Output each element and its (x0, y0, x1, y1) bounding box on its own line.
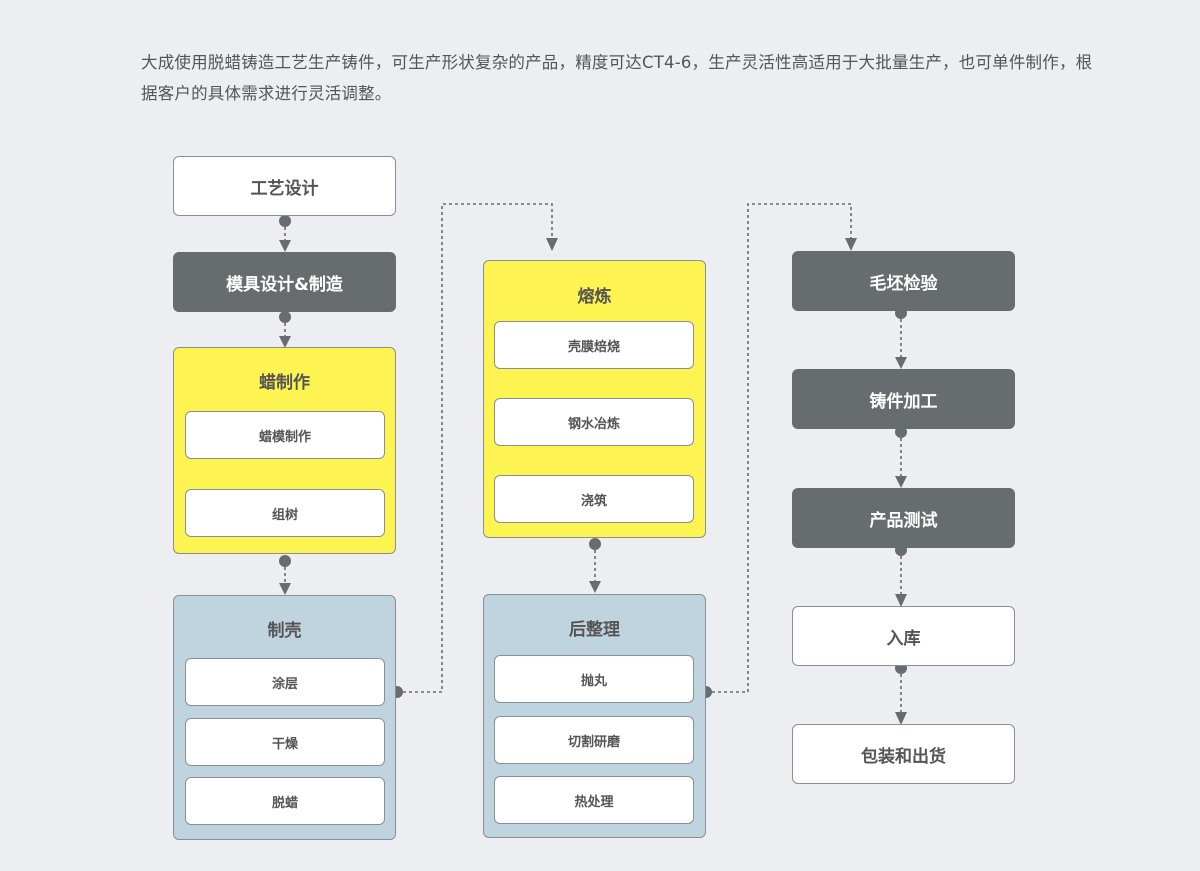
connector-inspection-to-machining (895, 307, 907, 369)
substep-shell-firing: 壳膜焙烧 (494, 321, 694, 369)
connector-design-to-mold (279, 215, 291, 252)
substep-heat-treatment: 热处理 (494, 776, 694, 824)
substep-wax-pattern: 蜡模制作 (185, 411, 385, 459)
group-wax-title: 蜡制作 (259, 373, 310, 393)
group-melting: 熔炼 壳膜焙烧 钢水冶炼 浇筑 (483, 260, 706, 538)
substep-steel-smelting: 钢水冶炼 (494, 398, 694, 446)
connector-storage-to-packing (895, 662, 907, 725)
substep-pouring: 浇筑 (494, 475, 694, 523)
group-melting-title: 熔炼 (577, 287, 612, 307)
step-storage: 入库 (792, 606, 1015, 666)
step-process-design: 工艺设计 (173, 156, 396, 216)
step-product-testing: 产品测试 (792, 488, 1015, 548)
step-blank-inspection: 毛坯检验 (792, 251, 1015, 311)
step-machining: 铸件加工 (792, 369, 1015, 429)
substep-cutting-grinding: 切割研磨 (494, 716, 694, 764)
substep-coating: 涂层 (185, 658, 385, 706)
group-post-title: 后整理 (569, 620, 620, 640)
substep-tree-assembly: 组树 (185, 489, 385, 537)
intro-text: 大成使用脱蜡铸造工艺生产铸件，可生产形状复杂的产品，精度可达CT4-6，生产灵活… (141, 53, 1093, 103)
connector-mold-to-wax (279, 311, 291, 348)
group-shell-making: 制壳 涂层 干燥 脱蜡 (173, 595, 396, 840)
connector-testing-to-storage (895, 544, 907, 607)
substep-drying: 干燥 (185, 718, 385, 766)
group-shell-title: 制壳 (267, 621, 302, 641)
step-mold-design: 模具设计&制造 (173, 252, 396, 312)
group-post-processing: 后整理 抛丸 切割研磨 热处理 (483, 594, 706, 838)
substep-dewaxing: 脱蜡 (185, 777, 385, 825)
group-wax-making: 蜡制作 蜡模制作 组树 (173, 347, 396, 554)
connector-machining-to-testing (895, 426, 907, 488)
substep-shot-blasting: 抛丸 (494, 655, 694, 703)
connector-wax-to-shell (279, 555, 291, 595)
connector-melt-to-post (589, 538, 601, 593)
step-packing-shipping: 包装和出货 (792, 724, 1015, 784)
